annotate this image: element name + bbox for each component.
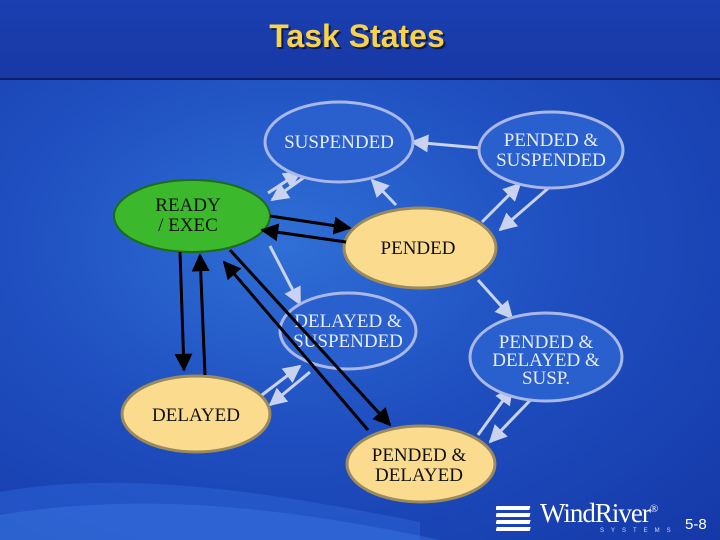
state-ready-exec: READY / EXEC — [113, 179, 271, 253]
arrow-pended-suspended-to-pended — [498, 183, 553, 232]
state-pended-suspended-label-1: PENDED & — [504, 130, 599, 151]
state-pended-delayed-susp-label-3: SUSP. — [522, 368, 570, 389]
arrow-pended-to-pended-suspended — [480, 182, 522, 224]
black-transitions — [174, 214, 392, 431]
logo-name: WindRiver — [540, 498, 651, 528]
state-pended-delayed-label-2: DELAYED — [375, 465, 463, 486]
arrow-ready-to-delayed-suspended — [268, 245, 302, 306]
state-pended-label: PENDED — [381, 238, 456, 259]
state-pended-delayed: PENDED & DELAYED — [345, 424, 497, 504]
page-number: 5-8 — [685, 516, 707, 533]
state-ready-exec-label-2: / EXEC — [158, 215, 218, 236]
arrow-pended-to-suspended — [370, 178, 398, 207]
title-bar: Task States — [0, 0, 720, 80]
arrow-pended-delayed-to-ready — [222, 260, 370, 431]
state-pended-delayed-susp-label-1: PENDED & — [499, 332, 594, 353]
state-delayed-suspended: DELAYED & SUSPENDED — [278, 291, 418, 371]
state-delayed-suspended-label-2: SUSPENDED — [293, 331, 403, 352]
arrow-pended-suspended-to-suspended — [410, 134, 481, 153]
state-suspended: SUSPENDED — [263, 100, 415, 184]
state-delayed-label: DELAYED — [152, 405, 240, 426]
arrow-pended-to-pended-delayed-susp — [476, 278, 514, 320]
arrow-delayed-to-ready — [191, 253, 210, 376]
state-delayed: DELAYED — [120, 374, 272, 454]
state-pended: PENDED — [342, 206, 498, 290]
arrow-pended-to-ready — [260, 223, 347, 244]
arrow-delayed-to-delayed-suspended — [257, 364, 302, 400]
windriver-logo — [496, 506, 531, 531]
state-ready-exec-label-1: READY — [155, 195, 221, 216]
slide-title: Task States — [269, 18, 445, 54]
state-pended-delayed-label-1: PENDED & — [372, 445, 467, 466]
decorative-swoosh — [0, 482, 440, 540]
arrow-delayed-suspended-to-delayed — [268, 370, 311, 407]
logo-registered: ® — [649, 503, 658, 515]
state-delayed-suspended-label-1: DELAYED & — [294, 311, 402, 332]
state-pended-delayed-susp-label-2: DELAYED & — [492, 350, 600, 371]
arrow-suspended-to-ready — [270, 174, 307, 202]
arrow-ready-to-pended — [269, 214, 352, 235]
light-transitions — [257, 134, 553, 444]
state-pended-delayed-susp: PENDED & DELAYED & SUSP. — [468, 311, 624, 403]
logo-wordmark: WindRiver® — [540, 498, 658, 529]
logo-subtitle: SYSTEMS — [600, 528, 678, 534]
arrow-ready-to-delayed — [174, 251, 193, 372]
arrow-ready-to-pended-delayed — [228, 248, 392, 427]
state-pended-suspended-label-2: SUSPENDED — [496, 150, 606, 171]
state-pended-suspended: PENDED & SUSPENDED — [477, 110, 625, 190]
state-suspended-label: SUSPENDED — [284, 132, 394, 153]
